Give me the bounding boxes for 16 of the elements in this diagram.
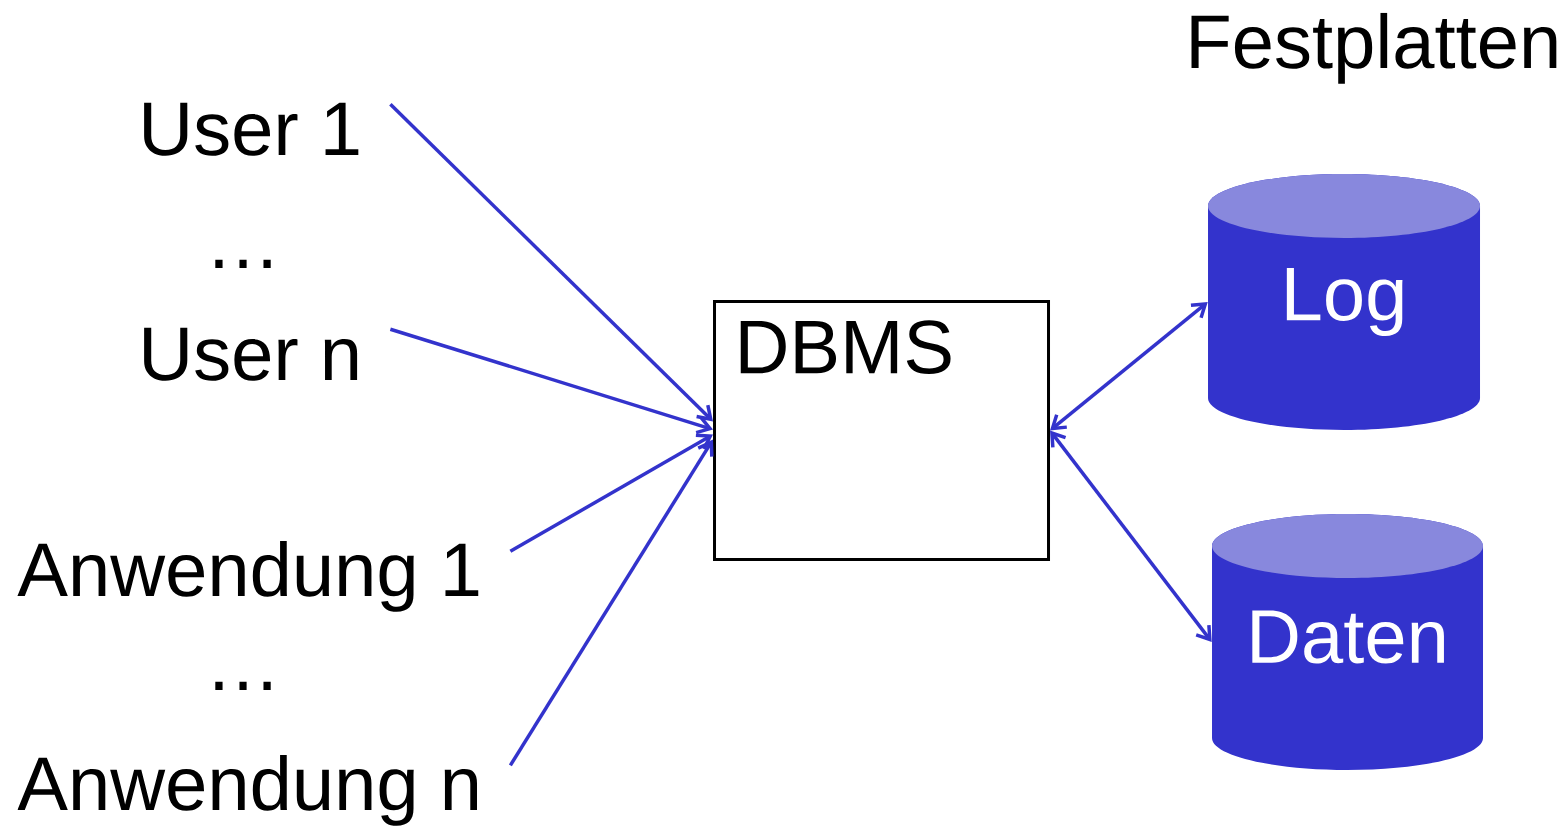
disk-cylinder: Daten (1212, 514, 1483, 770)
arrow (1050, 430, 1212, 642)
arrow (389, 102, 713, 422)
node-label: User 1 (144, 102, 359, 156)
text-label: … (215, 259, 271, 268)
node-label: Anwendung 1 (17, 540, 479, 612)
text-label: … (215, 681, 271, 690)
arrow (1050, 302, 1208, 431)
text-label: Festplatten (1191, 12, 1557, 84)
node-label: User n (144, 327, 358, 381)
node-label: Anwendung n (17, 754, 477, 826)
disk-cylinder: Log (1208, 174, 1480, 430)
arrow (509, 433, 713, 553)
arrow (508, 439, 714, 767)
arrow (389, 327, 713, 435)
process-box: DBMS (713, 300, 1050, 561)
